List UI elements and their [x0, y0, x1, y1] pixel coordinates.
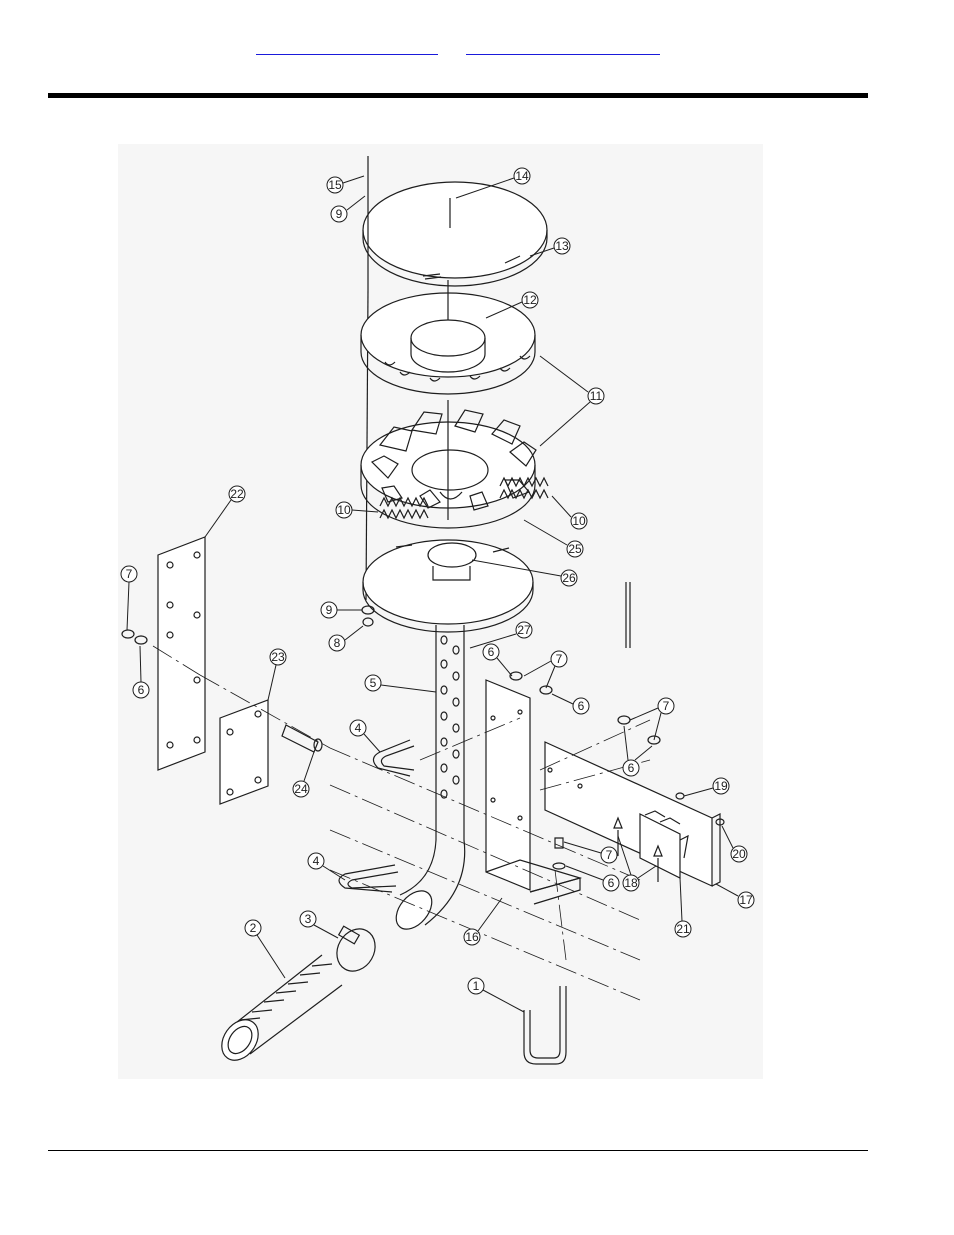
callout-8: 8: [328, 625, 364, 652]
callout-10a: 10: [335, 501, 379, 519]
callout-11: 11: [539, 355, 605, 447]
callout-7d: 7: [563, 841, 618, 864]
callout-15: 15: [326, 175, 365, 194]
callout-number: 25: [568, 542, 582, 556]
callout-number: 6: [608, 876, 615, 890]
callout-13: 13: [529, 237, 571, 257]
callout-number: 10: [337, 503, 351, 517]
bottom-plate: [362, 539, 534, 633]
callout-number: 15: [328, 178, 342, 192]
callout-24: 24: [292, 751, 315, 798]
callout-20: 20: [721, 825, 748, 863]
callout-number: 17: [739, 893, 753, 907]
callout-23: 23: [267, 648, 287, 701]
callout-6e: 6: [565, 865, 620, 892]
callout-6c: 6: [551, 693, 590, 715]
square-plate: [219, 699, 269, 805]
callout-7c: 7: [629, 697, 675, 741]
callout-number: 7: [606, 848, 613, 862]
callout-27: 27: [469, 621, 533, 649]
callout-6a: 6: [132, 645, 150, 699]
callout-1: 1: [467, 977, 525, 1013]
callout-16: 16: [463, 897, 503, 946]
u-bolt-bottom: [523, 986, 567, 1065]
callout-6b: 6: [482, 643, 513, 677]
callout-number: 23: [271, 650, 285, 664]
callout-number: 3: [305, 912, 312, 926]
callout-number: 8: [334, 636, 341, 650]
header-link-right[interactable]: [466, 38, 660, 55]
callout-number: 18: [624, 876, 638, 890]
callout-number: 9: [326, 603, 333, 617]
callout-number: 4: [355, 721, 362, 735]
callout-number: 10: [572, 514, 586, 528]
u-bolt-lower: [338, 864, 399, 893]
callout-number: 7: [126, 567, 133, 581]
callout-number: 4: [313, 854, 320, 868]
callout-22: 22: [204, 485, 246, 538]
callout-9b: 9: [320, 601, 362, 619]
callout-number: 21: [676, 922, 690, 936]
callout-number: 12: [523, 293, 537, 307]
callout-number: 9: [336, 207, 343, 221]
callout-number: 19: [714, 779, 728, 793]
tube-holes: [440, 635, 460, 799]
callout-number: 22: [230, 487, 244, 501]
callout-6d: 6: [622, 725, 653, 777]
callout-number: 1: [473, 979, 480, 993]
top-cap-plate: [362, 181, 548, 287]
callout-2: 2: [244, 919, 286, 979]
rod-right: [625, 582, 631, 648]
callout-number: 20: [732, 847, 746, 861]
header-link-left[interactable]: [256, 38, 438, 55]
callout-number: 6: [488, 645, 495, 659]
callout-7b: 7: [523, 650, 568, 689]
callout-number: 7: [556, 652, 563, 666]
callout-4b: 4: [307, 852, 346, 881]
callout-number: 6: [628, 761, 635, 775]
callout-9a: 9: [330, 195, 366, 223]
callout-number: 13: [555, 239, 569, 253]
callout-5: 5: [364, 674, 437, 693]
callout-number: 14: [515, 169, 529, 183]
callout-number: 7: [663, 699, 670, 713]
callout-12: 12: [485, 291, 539, 319]
parts-diagram: 15 9 14 13 12 11 10 10 25 26 22 7 6 9 8 …: [118, 144, 763, 1079]
callout-17: 17: [715, 883, 755, 909]
callout-19: 19: [683, 777, 730, 797]
callout-4a: 4: [349, 719, 381, 753]
footer-rule: [48, 1150, 868, 1151]
callout-26: 26: [471, 559, 578, 587]
callout-number: 6: [578, 699, 585, 713]
header-rule: [48, 93, 868, 98]
callout-21: 21: [674, 877, 692, 938]
hose: [221, 954, 343, 1061]
callout-3: 3: [299, 910, 339, 939]
spring-left: [379, 496, 429, 520]
callout-number: 2: [250, 921, 257, 935]
callout-number: 11: [590, 389, 603, 403]
spring-right: [499, 476, 549, 500]
callout-18: 18: [617, 835, 657, 892]
long-plate: [157, 536, 206, 771]
callout-number: 27: [517, 623, 531, 637]
callout-7a: 7: [120, 565, 138, 631]
hose-clamp: [336, 925, 376, 972]
callout-number: 5: [370, 676, 377, 690]
seed-plate-ring: [360, 400, 537, 529]
callout-number: 26: [562, 571, 576, 585]
callout-number: 16: [465, 930, 479, 944]
callout-number: 6: [138, 683, 145, 697]
callout-14: 14: [455, 167, 531, 199]
callout-number: 24: [294, 782, 308, 796]
hopper-plate: [360, 292, 536, 395]
mounting-bracket: [485, 679, 583, 905]
callout-10b: 10: [551, 495, 588, 530]
callout-25: 25: [523, 519, 584, 558]
seed-tube: [395, 625, 466, 930]
